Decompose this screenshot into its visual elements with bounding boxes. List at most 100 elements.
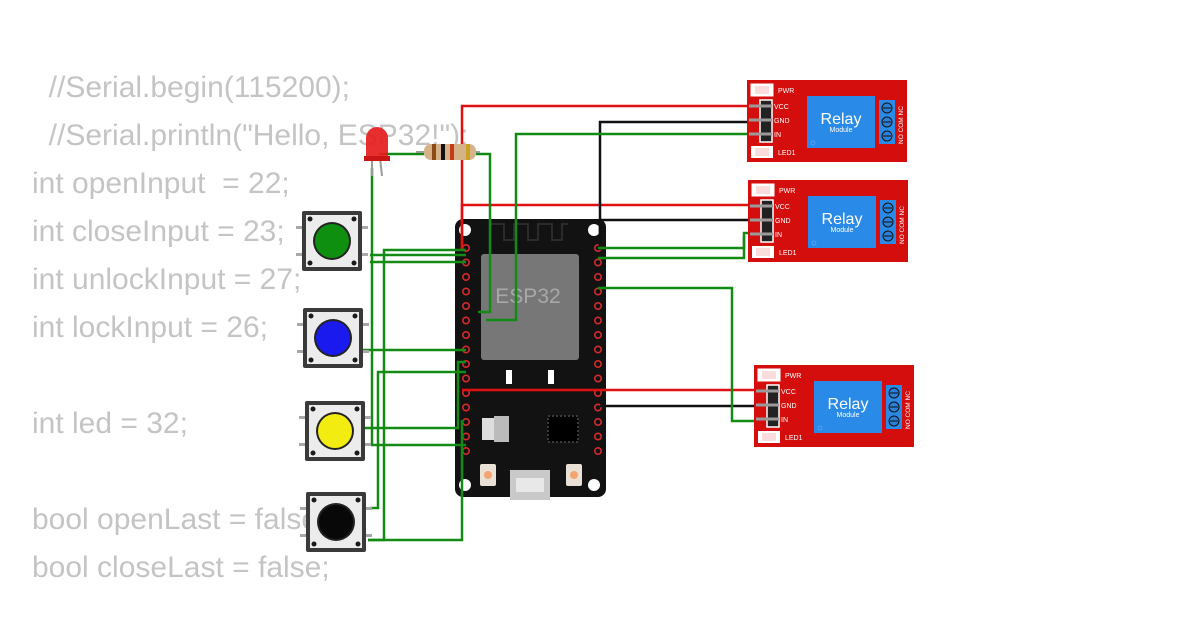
wire-in-relay2[interactable] [598,231,768,260]
button-leg [297,323,305,326]
wire-resistor-gpio[interactable] [476,152,492,314]
green-pushbutton[interactable] [296,211,368,271]
chip-label: ESP32 [495,285,560,308]
resistor[interactable] [416,144,480,160]
pin-hole[interactable] [461,330,470,339]
smd-part [548,370,554,384]
button-leg [296,253,304,256]
wire-vcc-relay1[interactable] [460,104,768,250]
pwr-led-lens [756,186,770,194]
button-leg [361,323,369,326]
button-cap[interactable] [316,321,350,355]
button-cap[interactable] [318,414,352,448]
esp32-board[interactable]: ESP32 [455,219,606,500]
button-leg [363,416,371,419]
led1-label: LED1 [785,435,803,442]
button-leg [300,534,308,537]
relay-pin-label: GND [781,403,797,410]
pin-hole[interactable] [461,446,470,455]
pin-hole[interactable] [593,330,602,339]
button-rivet [311,497,317,503]
pin-hole[interactable] [593,432,602,441]
led1-lens [762,433,776,441]
relay-title: Relay [821,111,862,128]
pwr-label: PWR [779,188,795,195]
pin-hole[interactable] [461,403,470,412]
wire-gnd-relay2[interactable] [598,218,768,250]
resistor-band [432,144,436,160]
pin-hole[interactable] [593,403,602,412]
resistor-band [441,144,445,160]
button-rivet [310,406,316,412]
button-leg [363,443,371,446]
relay-mark [817,425,823,431]
mounting-hole [588,224,600,236]
relay-body [808,196,876,248]
pin-hole[interactable] [593,272,602,281]
button-leg [299,443,307,446]
wire-in-relay1[interactable] [486,132,768,322]
relay-subtitle: Module [831,227,854,234]
button-rivet [352,313,358,319]
wire-gnd-buttons[interactable] [368,248,466,542]
pin-hole[interactable] [593,417,602,426]
relay-pin-label: IN [781,417,788,424]
pin-hole[interactable] [593,359,602,368]
resistor-band [450,144,454,160]
pin-hole[interactable] [593,287,602,296]
button-rivet [310,450,316,456]
red-led[interactable] [364,127,390,177]
wire-vcc-relay2[interactable] [460,203,768,250]
button-rivet [354,450,360,456]
button-rivet [307,216,313,222]
smd-part [506,370,512,384]
button-cap[interactable] [319,505,353,539]
relay-body [807,96,875,148]
pin-hole[interactable] [593,446,602,455]
button-leg [296,226,304,229]
black-pushbutton[interactable] [300,492,372,552]
pin-hole[interactable] [461,374,470,383]
pwr-label: PWR [785,373,801,380]
button-cap[interactable] [315,224,349,258]
pin-hole[interactable] [461,432,470,441]
pin-hole[interactable] [593,258,602,267]
led1-label: LED1 [779,250,797,257]
pin-hole[interactable] [593,301,602,310]
button-leg [364,534,372,537]
boot-button-cap [484,471,492,479]
wire-ground-return[interactable] [368,420,464,542]
blue-pushbutton[interactable] [297,308,369,368]
pin-hole[interactable] [593,345,602,354]
right-pin-header [593,244,602,455]
wire-led-ground[interactable] [370,168,466,447]
relay-body [814,381,882,433]
led1-lens [756,248,770,256]
wire-in-relay3[interactable] [598,286,775,423]
wire-gnd-relay1[interactable] [598,120,768,250]
pin-hole[interactable] [461,287,470,296]
button-rivet [351,260,357,266]
antenna-trace [489,223,568,244]
yellow-pushbutton[interactable] [299,401,371,461]
pin-hole[interactable] [593,374,602,383]
pin-hole[interactable] [593,316,602,325]
button-rivet [352,357,358,363]
relay-pin-label: GND [774,118,790,125]
button-leg [299,416,307,419]
terminal-label: NO COM NC [899,206,906,244]
pin-hole[interactable] [461,272,470,281]
wire-black-button[interactable] [370,370,466,510]
pin-hole[interactable] [461,417,470,426]
regulator-tab [482,418,494,440]
pin-hole[interactable] [461,316,470,325]
pwr-label: PWR [778,88,794,95]
wire-yellow-button[interactable] [360,360,466,430]
pin-hole[interactable] [461,301,470,310]
wire-signal[interactable] [598,236,746,250]
led-rim [364,156,390,161]
